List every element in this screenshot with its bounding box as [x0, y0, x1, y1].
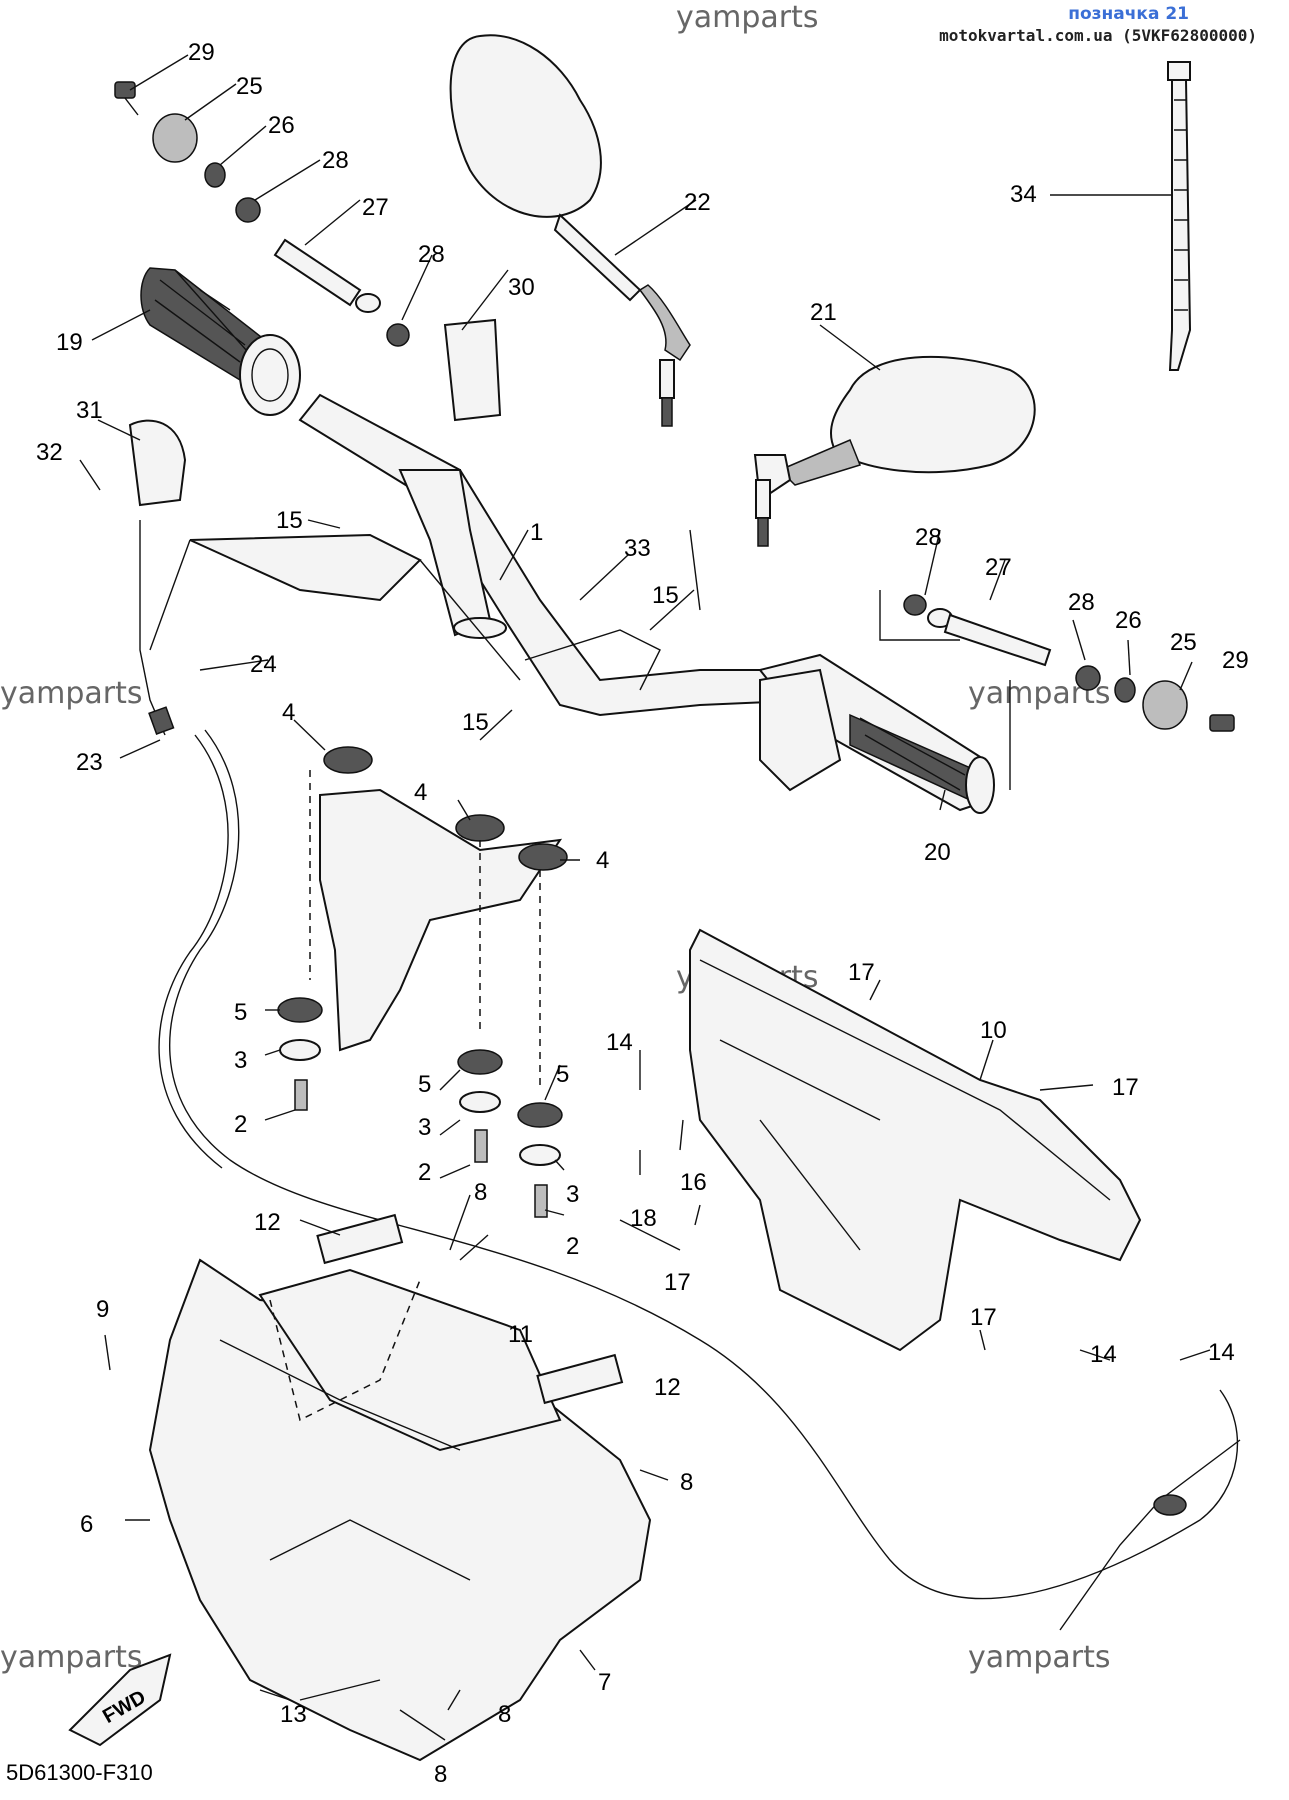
cable-routing-loop — [169, 729, 1239, 1600]
callout-3: 3 — [418, 1114, 431, 1141]
left-mirror — [449, 34, 691, 427]
washer-bolt-stacks — [277, 997, 563, 1218]
fwd-arrow — [68, 1653, 172, 1747]
callout-31: 31 — [76, 397, 103, 424]
callout-17: 17 — [664, 1269, 691, 1296]
handlebar-rear-cover — [689, 928, 1142, 1352]
watermark: yamparts — [0, 1640, 143, 1675]
callout-27: 27 — [985, 554, 1012, 581]
callout-30: 30 — [508, 274, 535, 301]
callout-2: 2 — [418, 1159, 431, 1186]
callout-15: 15 — [276, 507, 303, 534]
callout-2: 2 — [566, 1233, 579, 1260]
callout-10: 10 — [980, 1017, 1007, 1044]
callout-4: 4 — [596, 847, 609, 874]
callout-3: 3 — [566, 1181, 579, 1208]
right-bar-end-parts — [903, 594, 1235, 732]
pad — [316, 1213, 404, 1265]
left-grip — [140, 267, 301, 416]
watermark: yamparts — [676, 0, 819, 35]
damper-bracket — [319, 746, 568, 1052]
pad — [536, 1353, 624, 1405]
callout-28: 28 — [915, 524, 942, 551]
callout-17: 17 — [1112, 1074, 1139, 1101]
callout-28: 28 — [1068, 589, 1095, 616]
callout-9: 9 — [96, 1296, 109, 1323]
holder-30 — [443, 318, 502, 422]
callout-26: 26 — [268, 112, 295, 139]
callout-18: 18 — [630, 1205, 657, 1232]
callout-33: 33 — [624, 535, 651, 562]
callout-25: 25 — [236, 73, 263, 100]
callout-17: 17 — [848, 959, 875, 986]
callout-19: 19 — [56, 329, 83, 356]
holder-31 — [128, 419, 187, 507]
callout-4: 4 — [282, 699, 295, 726]
callout-34: 34 — [1010, 181, 1037, 208]
callout-12: 12 — [654, 1374, 681, 1401]
callout-3: 3 — [234, 1047, 247, 1074]
callout-11: 11 — [508, 1321, 533, 1348]
callout-7: 7 — [598, 1669, 611, 1696]
leader-lines — [79, 54, 1211, 1741]
callout-17: 17 — [970, 1304, 997, 1331]
callout-8: 8 — [434, 1761, 447, 1788]
callout-20: 20 — [924, 839, 951, 866]
callout-28: 28 — [322, 147, 349, 174]
callout-27: 27 — [362, 194, 389, 221]
diagram-code: 5D61300-F310 — [6, 1760, 153, 1785]
callout-8: 8 — [498, 1701, 511, 1728]
callout-16: 16 — [680, 1169, 707, 1196]
callout-5: 5 — [418, 1071, 431, 1098]
callout-numbers: 29 25 26 28 27 28 30 22 19 21 34 31 32 1… — [36, 39, 1249, 1788]
callout-14: 14 — [606, 1029, 633, 1056]
callout-29: 29 — [188, 39, 215, 66]
callout-5: 5 — [234, 999, 247, 1026]
callout-14: 14 — [1208, 1339, 1235, 1366]
callout-8: 8 — [474, 1179, 487, 1206]
callout-23: 23 — [76, 749, 103, 776]
callout-22: 22 — [684, 189, 711, 216]
header-label: позначка 21 — [1068, 4, 1189, 24]
callout-29: 29 — [1222, 647, 1249, 674]
front-handlebar-cover — [148, 1258, 652, 1762]
left-bar-end-parts — [114, 81, 410, 347]
callout-14: 14 — [1090, 1341, 1117, 1368]
callout-8: 8 — [680, 1469, 693, 1496]
callout-28: 28 — [418, 241, 445, 268]
header-source: motokvartal.com.ua (5VKF62800000) — [939, 26, 1257, 45]
callout-4: 4 — [414, 779, 427, 806]
callout-26: 26 — [1115, 607, 1142, 634]
cable-tie — [1167, 61, 1192, 371]
callout-32: 32 — [36, 439, 63, 466]
callout-6: 6 — [80, 1511, 93, 1538]
lower-cable — [1059, 1439, 1241, 1631]
callout-21: 21 — [810, 299, 837, 326]
right-switch-housing — [759, 668, 842, 792]
callout-15: 15 — [652, 582, 679, 609]
callout-12: 12 — [254, 1209, 281, 1236]
callout-13: 13 — [280, 1701, 307, 1728]
throttle-cable — [139, 520, 166, 736]
right-mirror — [753, 355, 1036, 547]
watermark: yamparts — [968, 1640, 1111, 1675]
callout-5: 5 — [556, 1061, 569, 1088]
callout-15: 15 — [462, 709, 489, 736]
brake-lever — [189, 533, 422, 602]
callout-25: 25 — [1170, 629, 1197, 656]
watermark: yamparts — [0, 676, 143, 711]
callout-1: 1 — [530, 519, 543, 546]
callout-2: 2 — [234, 1111, 247, 1138]
callout-24: 24 — [250, 651, 277, 678]
